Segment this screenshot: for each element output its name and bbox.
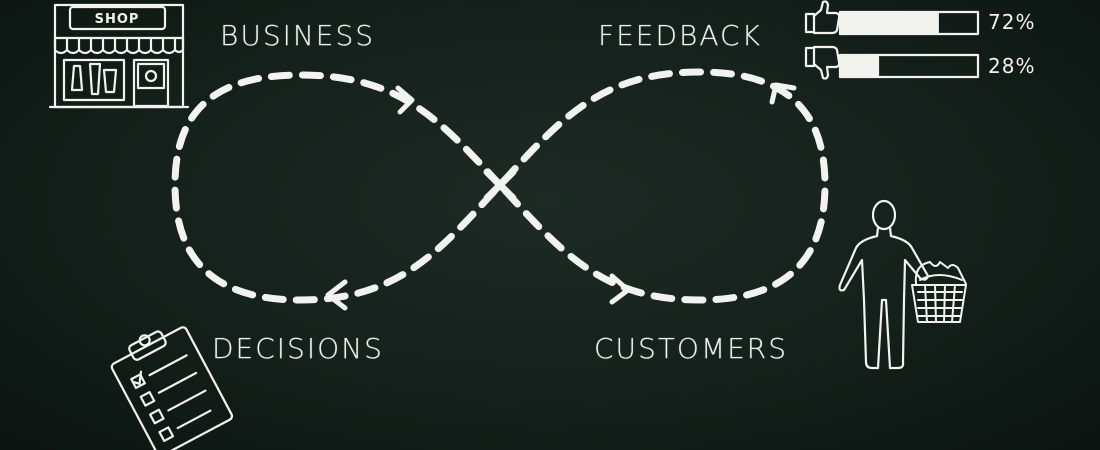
label-feedback: FEEDBACK (598, 19, 762, 52)
arrow-business-icon (395, 85, 415, 115)
shop-sign-text: SHOP (95, 12, 140, 27)
arrow-feedback-icon (769, 82, 797, 105)
thumbs-up-icon (804, 0, 841, 35)
bar-track-negative (838, 53, 980, 79)
center-cross-icon (483, 168, 517, 202)
arrow-decisions-icon (325, 279, 348, 311)
clipboard-icon (110, 326, 234, 450)
arrow-customers-icon (609, 273, 631, 305)
basket-icon (911, 261, 967, 323)
label-customers: CUSTOMERS (594, 332, 789, 365)
label-decisions: DECISIONS (212, 332, 384, 365)
label-business: BUSINESS (220, 19, 376, 52)
thumbs-down-icon (804, 45, 841, 80)
percent-positive: 72% (988, 10, 1036, 34)
shop-icon (48, 3, 190, 109)
bar-fill-positive (841, 13, 939, 33)
percent-negative: 28% (988, 54, 1036, 78)
bar-track-positive (838, 10, 980, 36)
bar-fill-negative (841, 56, 880, 76)
